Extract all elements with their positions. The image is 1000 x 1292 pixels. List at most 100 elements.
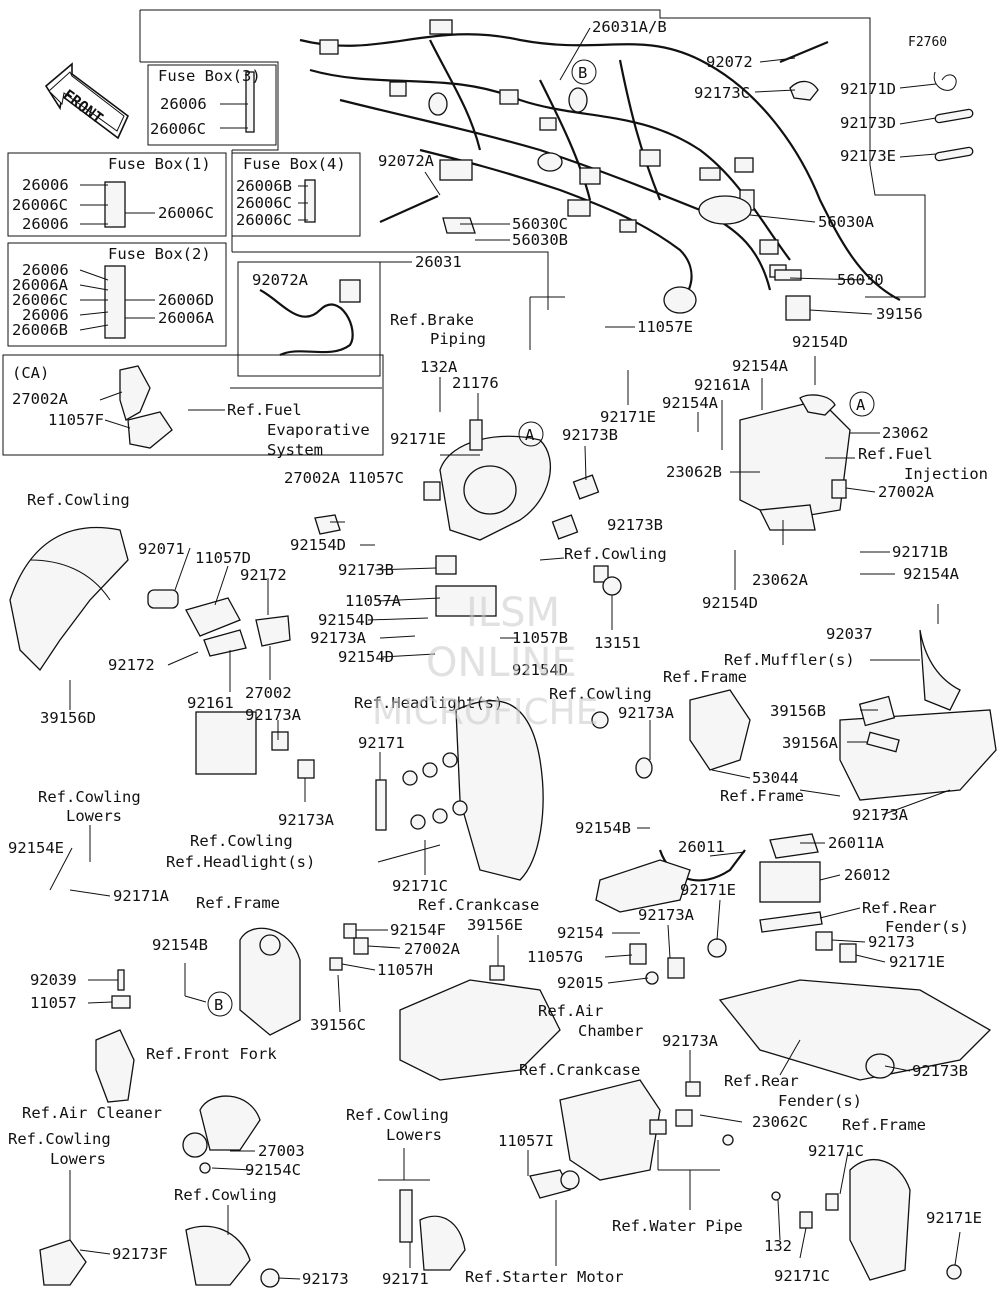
- part-label: 92173A: [310, 629, 367, 647]
- front-bracket-drawing: [314, 419, 622, 617]
- leader-lines: [49, 27, 961, 1280]
- part-label: 92171B: [892, 543, 948, 561]
- part-label: Ref.Air: [538, 1002, 603, 1020]
- fuse-box-1-part: 26006: [22, 176, 69, 194]
- part-label: Ref.Cowling: [549, 685, 652, 703]
- part-label: 92072A: [378, 152, 435, 170]
- part-label: 11057D: [195, 549, 251, 567]
- part-label: 92171C: [774, 1267, 830, 1285]
- part-label: 92154E: [8, 839, 64, 857]
- part-label: Ref.Brake: [390, 311, 474, 329]
- part-label: 11057C: [348, 469, 404, 487]
- part-label: 23062: [882, 424, 929, 442]
- part-label: 92071: [138, 540, 185, 558]
- watermark-line: ILSM: [466, 590, 560, 636]
- ca-title: (CA): [12, 364, 49, 382]
- part-label: 92173A: [278, 811, 335, 829]
- part-label: 92172: [108, 656, 155, 674]
- part-label: 26011: [678, 838, 725, 856]
- part-label: 92173E: [840, 147, 896, 165]
- fuse-box-1-part: 26006C: [12, 196, 68, 214]
- front-arrow: FRONT: [44, 62, 129, 140]
- part-label: 56030: [837, 271, 884, 289]
- ca-frame: [2, 354, 384, 456]
- part-label: Lowers: [386, 1126, 442, 1144]
- watermark-line: MICROFICHE: [372, 692, 598, 733]
- part-label: Ref.Frame: [663, 668, 747, 686]
- part-label: 27002: [245, 684, 292, 702]
- fuse-box-3-frame: [147, 64, 277, 146]
- battery-drawing: [595, 833, 823, 933]
- part-label: 26011A: [828, 834, 885, 852]
- fuse-box-3-part: 26006C: [150, 120, 206, 138]
- part-label: Ref.Crankcase: [519, 1061, 640, 1079]
- fuse-box-3-title: Fuse Box(3): [158, 67, 261, 85]
- fuse-box-1-frame: [7, 152, 227, 237]
- part-label: 39156A: [782, 734, 839, 752]
- fuse-box-2-title: Fuse Box(2): [108, 245, 211, 263]
- part-label: 53044: [752, 769, 799, 787]
- part-label: 92154D: [702, 594, 758, 612]
- part-label: Ref.Starter Motor: [465, 1268, 624, 1286]
- part-label: 92037: [826, 625, 873, 643]
- fuse-box-4-part: 26006B: [236, 177, 292, 195]
- part-label: 92039: [30, 971, 77, 989]
- part-label: 11057A: [345, 592, 402, 610]
- part-label: 92154A: [903, 565, 960, 583]
- part-label: Ref.Headlight(s): [354, 694, 503, 712]
- part-label: 92154: [557, 924, 604, 942]
- part-label: 39156: [876, 305, 923, 323]
- air-cleaner-drawing: [95, 969, 135, 1103]
- fuse-box-1-title: Fuse Box(1): [108, 155, 211, 173]
- part-label: 132: [764, 1237, 792, 1255]
- part-label: 92173B: [607, 516, 663, 534]
- part-label: 56030B: [512, 231, 568, 249]
- part-label: 56030C: [512, 215, 568, 233]
- part-label: 39156D: [40, 709, 96, 727]
- part-label: Ref.Front Fork: [146, 1045, 277, 1063]
- fuse-box-2-part: 26006A: [12, 276, 69, 294]
- part-label: 92173: [868, 933, 915, 951]
- part-label: 21176: [452, 374, 499, 392]
- part-label: 92173F: [112, 1245, 168, 1263]
- part-label: Fender(s): [885, 918, 969, 936]
- ecu-bracket-drawing: [739, 394, 851, 531]
- part-label: Ref.Cowling: [174, 1186, 277, 1204]
- part-label: 11057I: [498, 1132, 554, 1150]
- fuse-box-4-part: 26006C: [236, 211, 292, 229]
- fuse-box-2-frame: [7, 242, 227, 347]
- small-parts-drawing: [104, 40, 974, 449]
- part-label: 92154F: [390, 921, 446, 939]
- part-label: 11057G: [527, 948, 583, 966]
- part-label: Ref.Muffler(s): [724, 651, 855, 669]
- fuse-box-2-part: 26006B: [12, 321, 68, 339]
- part-label: 13151: [594, 634, 641, 652]
- ca-ref-line: System: [267, 441, 323, 459]
- part-label: 92171E: [600, 408, 656, 426]
- fuse-box-2-part: 26006C: [12, 291, 68, 309]
- part-label: 26031A/B: [592, 18, 667, 36]
- part-label: 92173A: [852, 806, 909, 824]
- ca-part: 27002A: [12, 390, 69, 408]
- front-cowling-drawing: [9, 526, 291, 672]
- part-label: Ref.Crankcase: [418, 896, 539, 914]
- fuse-box-1-part: 26006: [22, 215, 69, 233]
- part-label: Ref.Fuel: [858, 445, 933, 463]
- fuse-box-4-frame: [231, 152, 361, 237]
- part-label: Lowers: [50, 1150, 106, 1168]
- part-label: 92154D: [338, 648, 394, 666]
- part-label: 92171C: [392, 877, 448, 895]
- part-label: Ref.Frame: [196, 894, 280, 912]
- harness-26031-frame: [237, 261, 381, 377]
- lower-cowl-drawing: [39, 1189, 466, 1288]
- part-label: Ref.Cowling: [346, 1106, 449, 1124]
- part-labels: 26031A/B 92072 92173C 92171D 92173D 9217…: [8, 18, 988, 1288]
- headlight-drawing: [195, 700, 544, 881]
- ca-part: 11057F: [48, 411, 104, 429]
- part-label: Injection: [904, 465, 988, 483]
- part-label: 92154D: [792, 333, 848, 351]
- part-label: 92173B: [338, 561, 394, 579]
- part-label: Chamber: [578, 1022, 643, 1040]
- front-fork-drawing: [182, 1095, 261, 1174]
- part-label: 92154D: [512, 661, 568, 679]
